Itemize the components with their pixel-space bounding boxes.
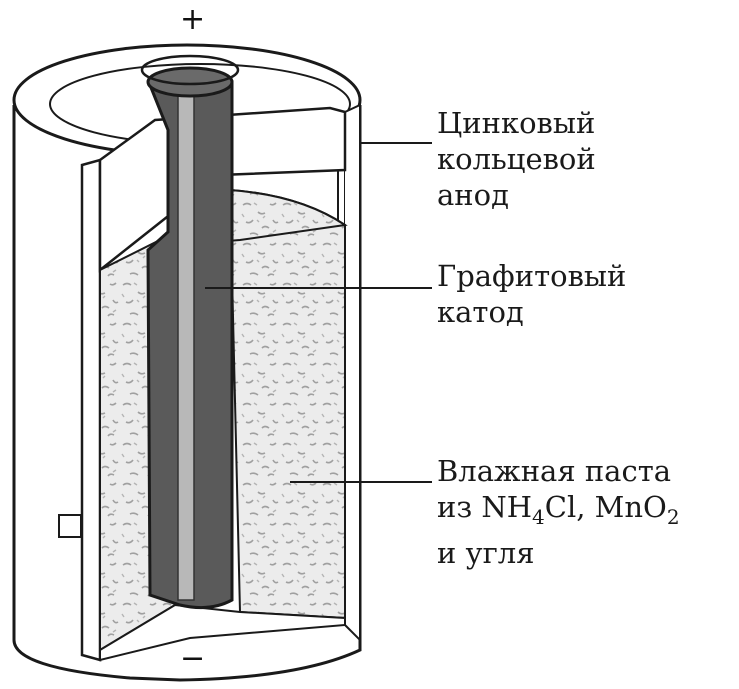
anode-label: Цинковый кольцевой анод — [437, 105, 596, 213]
side-tab — [58, 514, 82, 538]
paste-label: Влажная паста из NH4Cl, MnO2 и угля — [437, 453, 680, 571]
graphite-rod-cap — [146, 66, 234, 98]
paste-label-line2: из NH4Cl, MnO2 — [437, 490, 680, 529]
cathode-label-line1: Графитовый — [437, 259, 627, 293]
anode-label-line1: Цинковый — [437, 106, 596, 140]
anode-label-line2: кольцевой — [437, 142, 596, 176]
cathode-label: Графитовый катод — [437, 258, 626, 330]
negative-terminal-label: − — [180, 641, 206, 676]
paste-region-right — [228, 188, 346, 620]
graphite-rod-highlight — [177, 91, 195, 601]
paste-label-line3: и угля — [437, 536, 535, 570]
cathode-label-line2: катод — [437, 295, 524, 329]
anode-label-line3: анод — [437, 178, 509, 212]
zinc-anode-cut-face — [80, 158, 102, 662]
positive-terminal-label: + — [180, 2, 206, 37]
paste-label-line1: Влажная паста — [437, 454, 672, 488]
